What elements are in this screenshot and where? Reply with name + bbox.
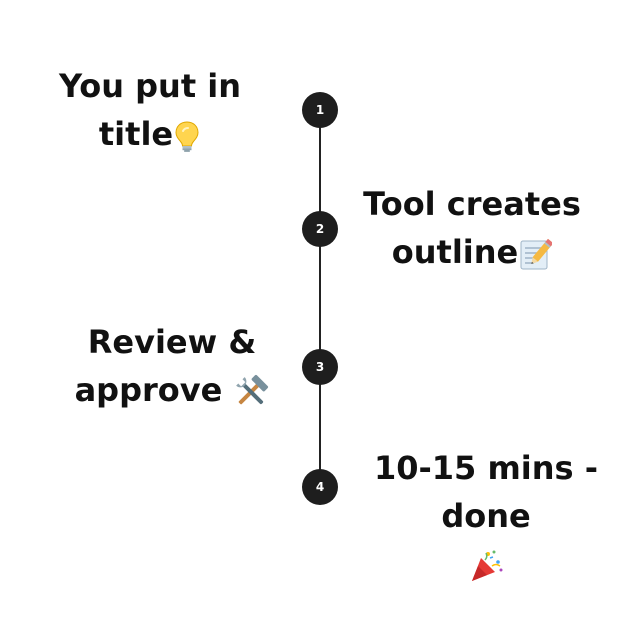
- step-4-marker: 4: [302, 469, 338, 505]
- step-3-label: Review & approve: [62, 318, 282, 414]
- step-1-number: 1: [315, 103, 325, 117]
- step-3-line-1: Review &: [87, 323, 257, 361]
- step-4-line-2-wrap: [340, 540, 632, 588]
- lightbulb-icon: [173, 120, 201, 152]
- step-2-number: 2: [315, 222, 325, 236]
- step-3-marker: 3: [302, 349, 338, 385]
- step-2-marker: 2: [302, 211, 338, 247]
- step-2-line-1: Tool creates: [363, 185, 581, 223]
- step-1-line-1: You put in: [58, 67, 241, 105]
- step-1-line-2: title: [98, 115, 174, 153]
- step-2-line-2-wrap: outline: [352, 228, 592, 276]
- step-4-line-1: 10-15 mins - done: [373, 449, 599, 535]
- step-4-label: 10-15 mins - done: [340, 444, 632, 588]
- step-3-line-2: approve: [74, 371, 223, 409]
- step-4-number: 4: [315, 480, 325, 494]
- step-2-label: Tool creates outline: [352, 180, 592, 276]
- step-1-marker: 1: [302, 92, 338, 128]
- memo-pencil-icon: [518, 237, 553, 271]
- step-1-label: You put in title: [40, 62, 260, 158]
- step-2-line-2: outline: [391, 233, 519, 271]
- step-3-number: 3: [315, 360, 325, 374]
- party-popper-icon: [468, 548, 504, 584]
- step-3-line-2-wrap: approve: [62, 366, 282, 414]
- timeline-connector-line: [319, 110, 321, 488]
- hammer-wrench-icon: [233, 374, 269, 410]
- step-1-line-2-wrap: title: [40, 110, 260, 158]
